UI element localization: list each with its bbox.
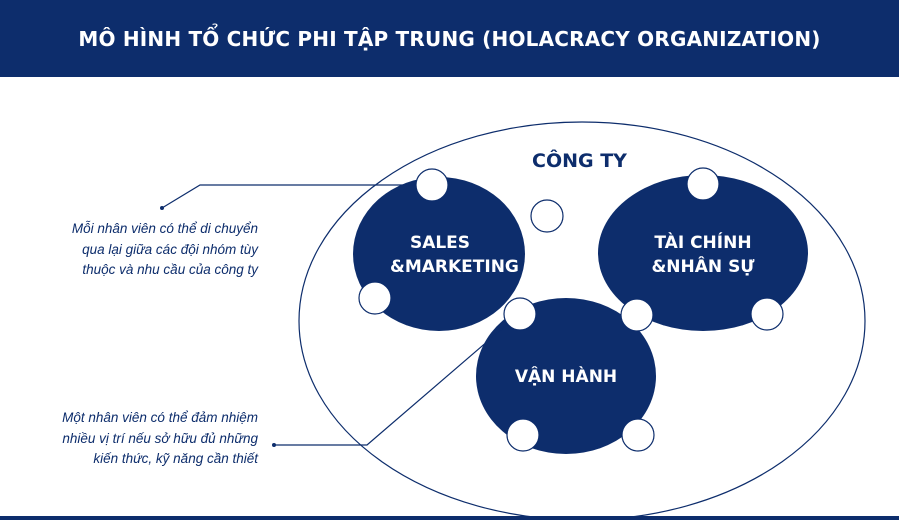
operations-team-label: VẬN HÀNH [506, 365, 626, 389]
note-line: qua lại giữa các đội nhóm tùy [82, 241, 258, 257]
sales-team-ellipse [353, 177, 525, 331]
label-line: SALES [409, 233, 471, 253]
label-line: &NHÂN SỰ [651, 257, 755, 277]
connector-dot [160, 206, 164, 210]
member-circle [506, 418, 540, 452]
member-circle [530, 199, 564, 233]
page-title: MÔ HÌNH TỔ CHỨC PHI TẬP TRUNG (HOLACRACY… [0, 0, 899, 77]
note-line: Mỗi nhân viên có thể di chuyển [71, 221, 258, 236]
note-line: thuộc và nhu cầu của công ty [82, 262, 258, 277]
member-circle [358, 281, 392, 315]
member-circle [503, 297, 537, 331]
label-line: VẬN HÀNH [514, 367, 618, 387]
member-circle [750, 297, 784, 331]
bottom-border [0, 516, 899, 520]
finance-team-label: TÀI CHÍNH &NHÂN SỰ [640, 231, 766, 279]
member-circle [620, 298, 654, 332]
label-line: &MARKETING [390, 257, 519, 277]
operations-team-ellipse [476, 298, 656, 454]
member-circle [415, 168, 449, 202]
member-circle [686, 167, 720, 201]
note-line: kiến thức, kỹ năng cần thiết [93, 451, 258, 466]
note-mobility: Mỗi nhân viên có thể di chuyển qua lại g… [72, 219, 258, 281]
note-line: Một nhân viên có thể đảm nhiệm [62, 410, 258, 425]
label-line: TÀI CHÍNH [654, 233, 752, 253]
connector-line-mobility [161, 184, 418, 209]
note-line: nhiều vị trí nếu sở hữu đủ những [62, 430, 258, 446]
company-ellipse [298, 121, 866, 520]
finance-team-ellipse [598, 175, 808, 331]
company-label: CÔNG TY [532, 150, 627, 172]
note-multi-role: Một nhân viên có thể đảm nhiệm nhiều vị … [62, 408, 258, 470]
member-circle [621, 418, 655, 452]
connector-dot [272, 443, 276, 447]
sales-team-label: SALES &MARKETING [390, 231, 519, 279]
connector-line-multi-role [274, 321, 511, 446]
